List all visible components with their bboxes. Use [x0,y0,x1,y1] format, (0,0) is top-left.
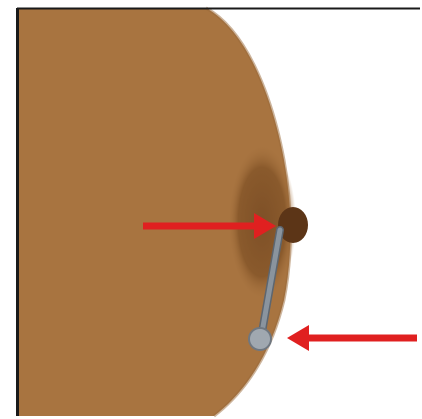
barbell-bead [249,328,271,350]
